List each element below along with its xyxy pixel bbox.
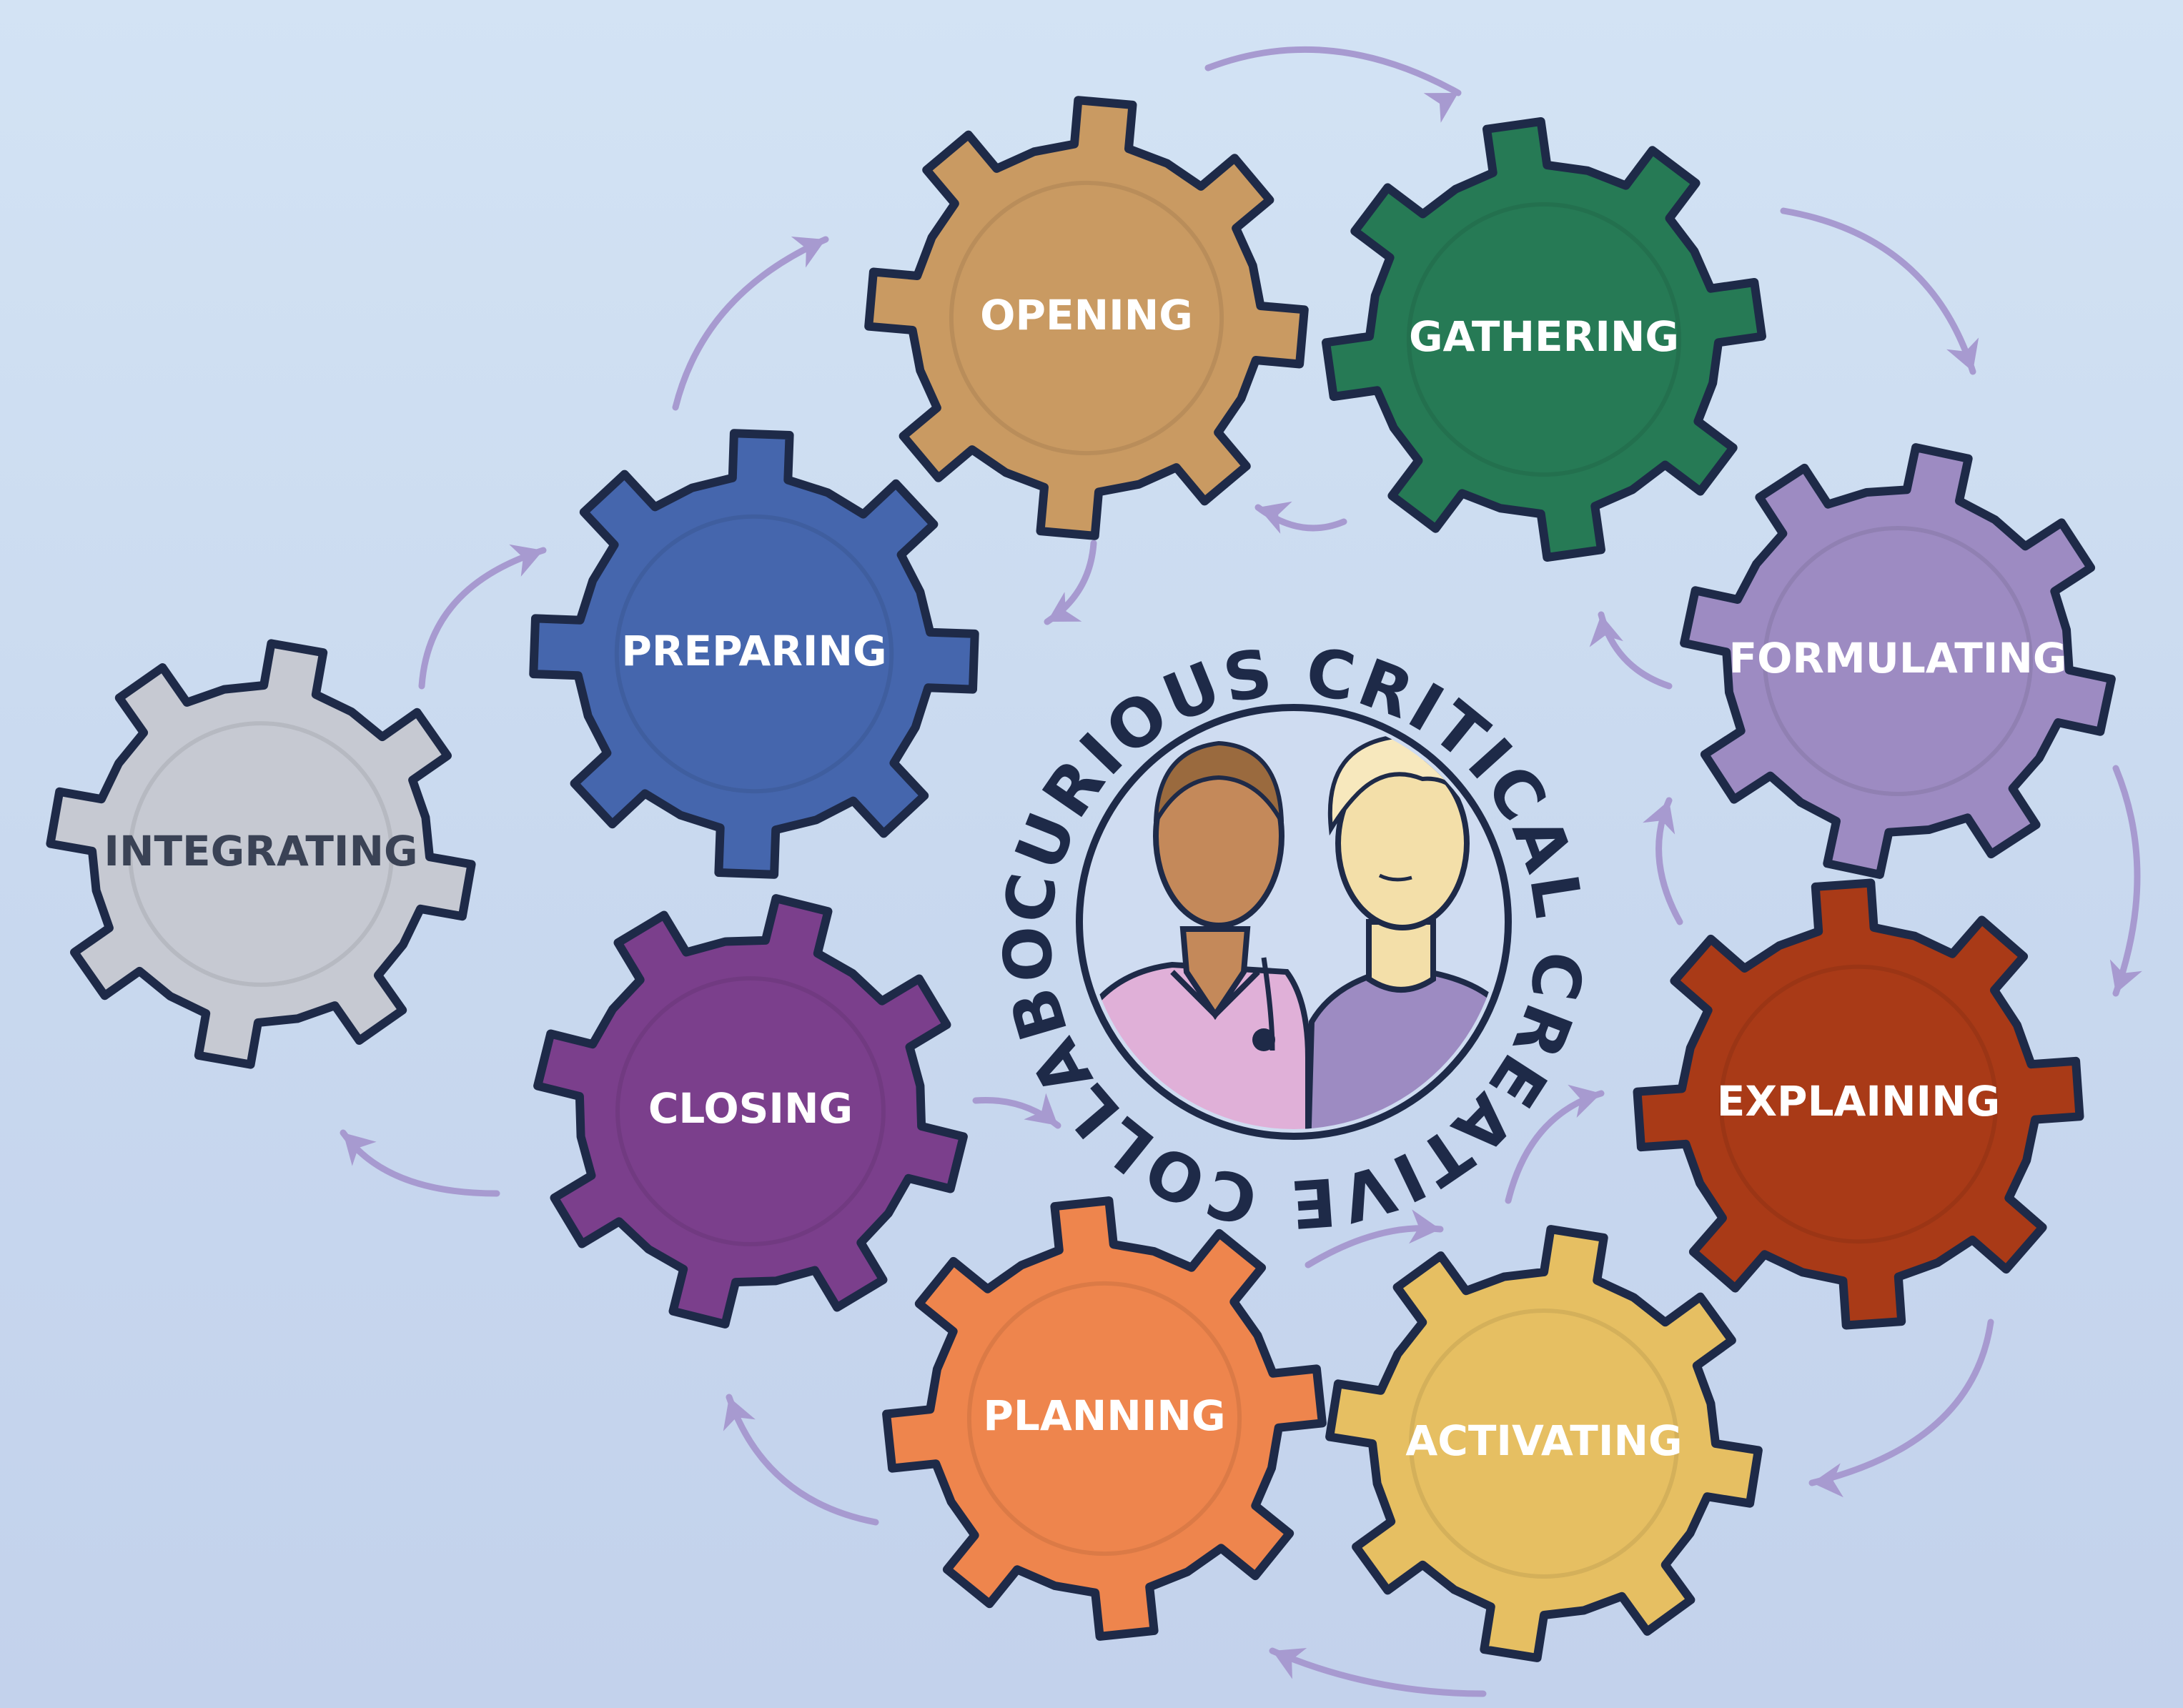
flow-arrow xyxy=(2112,765,2141,997)
flow-arrow xyxy=(1204,46,1462,96)
gear-activating: ACTIVATING xyxy=(1325,1225,1763,1662)
arrow-head-icon xyxy=(1568,1084,1601,1118)
arrow-head-icon xyxy=(1047,592,1082,622)
gear-opening-label: OPENING xyxy=(980,291,1193,339)
gear-opening: OPENING xyxy=(864,96,1309,540)
gear-explaining-body xyxy=(1633,878,2084,1330)
gear-opening-hub xyxy=(949,180,1224,456)
gear-integrating-hub xyxy=(128,721,394,987)
flow-arrow xyxy=(1780,207,1976,375)
arrow-head-icon xyxy=(1423,93,1458,123)
gear-closing: CLOSING xyxy=(533,894,968,1329)
arrow-head-icon xyxy=(1272,1647,1307,1679)
gear-explaining-label: EXPLAINING xyxy=(1717,1077,2001,1126)
arrow-head-icon xyxy=(1409,1209,1440,1244)
flow-arrow xyxy=(1808,1319,1994,1486)
gear-gathering-body xyxy=(1322,117,1766,562)
gear-opening-body xyxy=(864,96,1309,540)
gear-formulating-label: FORMULATING xyxy=(1728,634,2066,682)
gear-formulating: FORMULATING xyxy=(1680,443,2116,879)
gear-gathering: GATHERING xyxy=(1322,117,1766,562)
flow-arrow xyxy=(726,1394,879,1526)
gear-preparing: PREPARING xyxy=(529,429,979,879)
arrow-head-icon xyxy=(1946,337,1979,372)
gear-formulating-body xyxy=(1680,443,2116,879)
gear-preparing-body xyxy=(529,429,979,879)
arrow-head-icon xyxy=(1024,1093,1058,1126)
gear-gathering-hub xyxy=(1406,202,1682,477)
gear-closing-hub xyxy=(615,976,886,1246)
flow-arrow xyxy=(1269,1647,1487,1697)
center-circle-outline xyxy=(1076,704,1512,1140)
arrow-head-icon xyxy=(343,1133,377,1166)
flow-arrows xyxy=(340,46,2142,1697)
gear-closing-label: CLOSING xyxy=(648,1084,853,1133)
gear-planning: PLANNING xyxy=(882,1196,1327,1641)
arrow-head-icon xyxy=(509,544,543,577)
gear-preparing-label: PREPARING xyxy=(621,627,886,675)
gear-activating-label: ACTIVATING xyxy=(1405,1416,1682,1465)
arrow-head-icon xyxy=(791,236,826,268)
flow-arrow xyxy=(418,547,547,690)
gear-planning-body xyxy=(882,1196,1327,1641)
arrow-head-icon xyxy=(2109,959,2142,993)
arrow-head-icon xyxy=(1812,1463,1843,1498)
gears-group: OPENING GATHERING FORMULATING EXPLAINING ACT… xyxy=(46,96,2116,1662)
arrow-head-icon xyxy=(1258,501,1292,534)
gear-activating-hub xyxy=(1409,1309,1679,1579)
gear-closing-body xyxy=(533,894,968,1329)
arrow-head-icon xyxy=(723,1397,756,1431)
gear-explaining-hub xyxy=(1718,964,1999,1244)
gear-planning-hub xyxy=(966,1281,1242,1556)
gear-planning-label: PLANNING xyxy=(983,1391,1225,1440)
gear-integrating-label: INTEGRATING xyxy=(104,827,417,875)
gear-formulating-hub xyxy=(1763,526,2033,796)
flow-arrow xyxy=(672,236,829,411)
gear-integrating-body xyxy=(46,639,476,1069)
two-people-portrait-icon xyxy=(1086,733,1501,1129)
gear-explaining: EXPLAINING xyxy=(1633,878,2084,1330)
gear-preparing-hub xyxy=(614,514,894,794)
flow-arrow xyxy=(1598,611,1673,690)
gear-gathering-label: GATHERING xyxy=(1409,312,1679,361)
arrow-head-icon xyxy=(1643,800,1675,835)
arrow-head-icon xyxy=(1589,615,1623,647)
gear-integrating: INTEGRATING xyxy=(46,639,476,1069)
gear-activating-body xyxy=(1325,1225,1763,1662)
